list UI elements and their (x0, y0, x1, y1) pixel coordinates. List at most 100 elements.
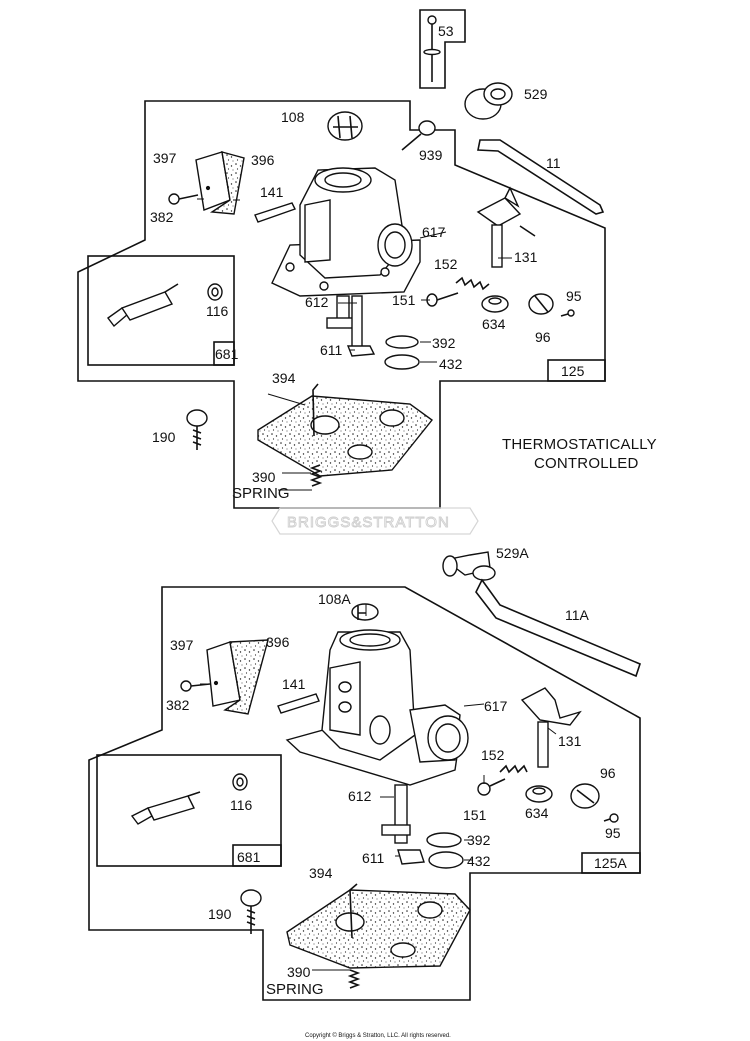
lower-box-125A (581, 852, 641, 874)
callout-432: 432 (439, 356, 463, 372)
washer-392-lower-part (426, 832, 462, 848)
upper-leaders (197, 198, 512, 491)
lower-box-681 (232, 844, 282, 867)
callout-95: 95 (566, 288, 582, 304)
spring-152-part (455, 276, 490, 291)
callout-116-lower: 116 (230, 797, 253, 813)
callout-11A: 11A (565, 607, 590, 623)
callout-397: 397 (153, 150, 177, 166)
part-108A (351, 603, 379, 621)
callout-617: 617 (422, 224, 446, 240)
callout-432-lower: 432 (467, 853, 491, 869)
grommet-529-part (464, 82, 513, 120)
callout-634-lower: 634 (525, 805, 549, 821)
nozzle-612-lower-part (381, 784, 425, 865)
clip-96-lower-part (570, 783, 619, 823)
callout-141-lower: 141 (282, 676, 306, 692)
lower-inset-681 (96, 754, 282, 867)
callout-939: 939 (419, 147, 443, 163)
callout-397-lower: 397 (170, 637, 194, 653)
callout-396-lower: 396 (266, 634, 290, 650)
gasket-394-part (257, 383, 434, 477)
lever-131-lower-part (520, 687, 582, 768)
pin-141-lower-part (277, 693, 320, 714)
elbow-529A-part (442, 551, 496, 581)
callout-96: 96 (535, 329, 551, 345)
callout-392-lower: 392 (467, 832, 491, 848)
callout-392: 392 (432, 335, 456, 351)
spring-390-lower-part (347, 969, 361, 989)
choke-block-397-lower-part (206, 639, 269, 715)
callout-617-lower: 617 (484, 698, 508, 714)
callout-116: 116 (206, 303, 229, 319)
washer-634-part (481, 295, 509, 313)
tube-11A-part (475, 578, 641, 678)
lever-131-part (476, 186, 536, 268)
copyright-notice: Copyright © Briggs & Stratton, LLC. All … (305, 1032, 451, 1039)
screw-939-part (401, 120, 436, 151)
callout-394-lower: 394 (309, 865, 333, 881)
washer-392-part (385, 335, 419, 349)
callout-95-lower: 95 (605, 825, 621, 841)
callout-125: 125 (561, 363, 585, 379)
upper-assembly: 53 529 108 939 397 396 11 141 382 617 13… (77, 9, 657, 509)
watermark-text: BRIGGS&STRATTON (287, 514, 450, 531)
callout-108: 108 (281, 109, 305, 125)
callout-96-lower: 96 (600, 765, 616, 781)
lower-assembly: 529A 108A 11A 397 396 141 382 617 131 15… (88, 545, 641, 1001)
upper-box-681 (213, 341, 235, 366)
callout-681-lower: 681 (237, 849, 261, 865)
callout-382-lower: 382 (166, 697, 190, 713)
briggs-stratton-watermark: BRIGGS&STRATTON (271, 507, 479, 535)
callout-131: 131 (514, 249, 538, 265)
bolt-190-lower-part (240, 889, 262, 934)
screw-151-part (426, 292, 459, 307)
callout-151: 151 (392, 292, 416, 308)
screw-53-part (423, 15, 441, 82)
carburetor-body-upper (271, 167, 421, 297)
callout-634: 634 (482, 316, 506, 332)
lower-leaders (200, 604, 557, 971)
upper-box-125 (547, 359, 606, 382)
choke-block-397-part (195, 151, 245, 215)
washer-634-lower-part (525, 785, 553, 803)
washer-432-part (384, 354, 420, 370)
upper-inset-681 (87, 255, 235, 366)
callout-394: 394 (272, 370, 296, 386)
bolt-190-part (186, 409, 208, 450)
tube-11-part (477, 139, 605, 215)
callout-152-lower: 152 (481, 747, 505, 763)
callout-131-lower: 131 (558, 733, 582, 749)
callout-190-lower: 190 (208, 906, 232, 922)
callout-611: 611 (320, 342, 343, 358)
callout-141: 141 (260, 184, 284, 200)
washer-432-lower-part (428, 851, 464, 869)
upper-box-53 (419, 9, 466, 89)
spring-390-part (309, 464, 323, 487)
callout-612-lower: 612 (348, 788, 372, 804)
part-108 (327, 111, 363, 141)
gasket-394-lower-part (286, 883, 471, 969)
callout-151-lower: 151 (463, 807, 487, 823)
callout-681: 681 (215, 346, 239, 362)
spring-152-lower-part (499, 764, 528, 774)
screw-382-part (168, 193, 199, 205)
callout-611-lower: 611 (362, 850, 385, 866)
clip-96-part (528, 293, 575, 317)
callout-390: 390 (252, 469, 276, 485)
callout-396: 396 (251, 152, 275, 168)
pin-141-part (254, 202, 296, 223)
callout-390-lower: 390 (287, 964, 311, 980)
callout-152: 152 (434, 256, 458, 272)
callout-382: 382 (150, 209, 174, 225)
screw-151-lower-part (477, 778, 506, 796)
thermostatic-note-line1: THERMOSTATICALLY (502, 436, 657, 453)
screw-382-lower-part (180, 680, 211, 692)
carburetor-body-lower (285, 629, 469, 786)
needle-681-lower-part (130, 773, 248, 825)
callout-125A: 125A (594, 855, 627, 871)
needle-681-part (107, 283, 223, 328)
callout-529A: 529A (496, 545, 529, 561)
callout-108A: 108A (318, 591, 351, 607)
